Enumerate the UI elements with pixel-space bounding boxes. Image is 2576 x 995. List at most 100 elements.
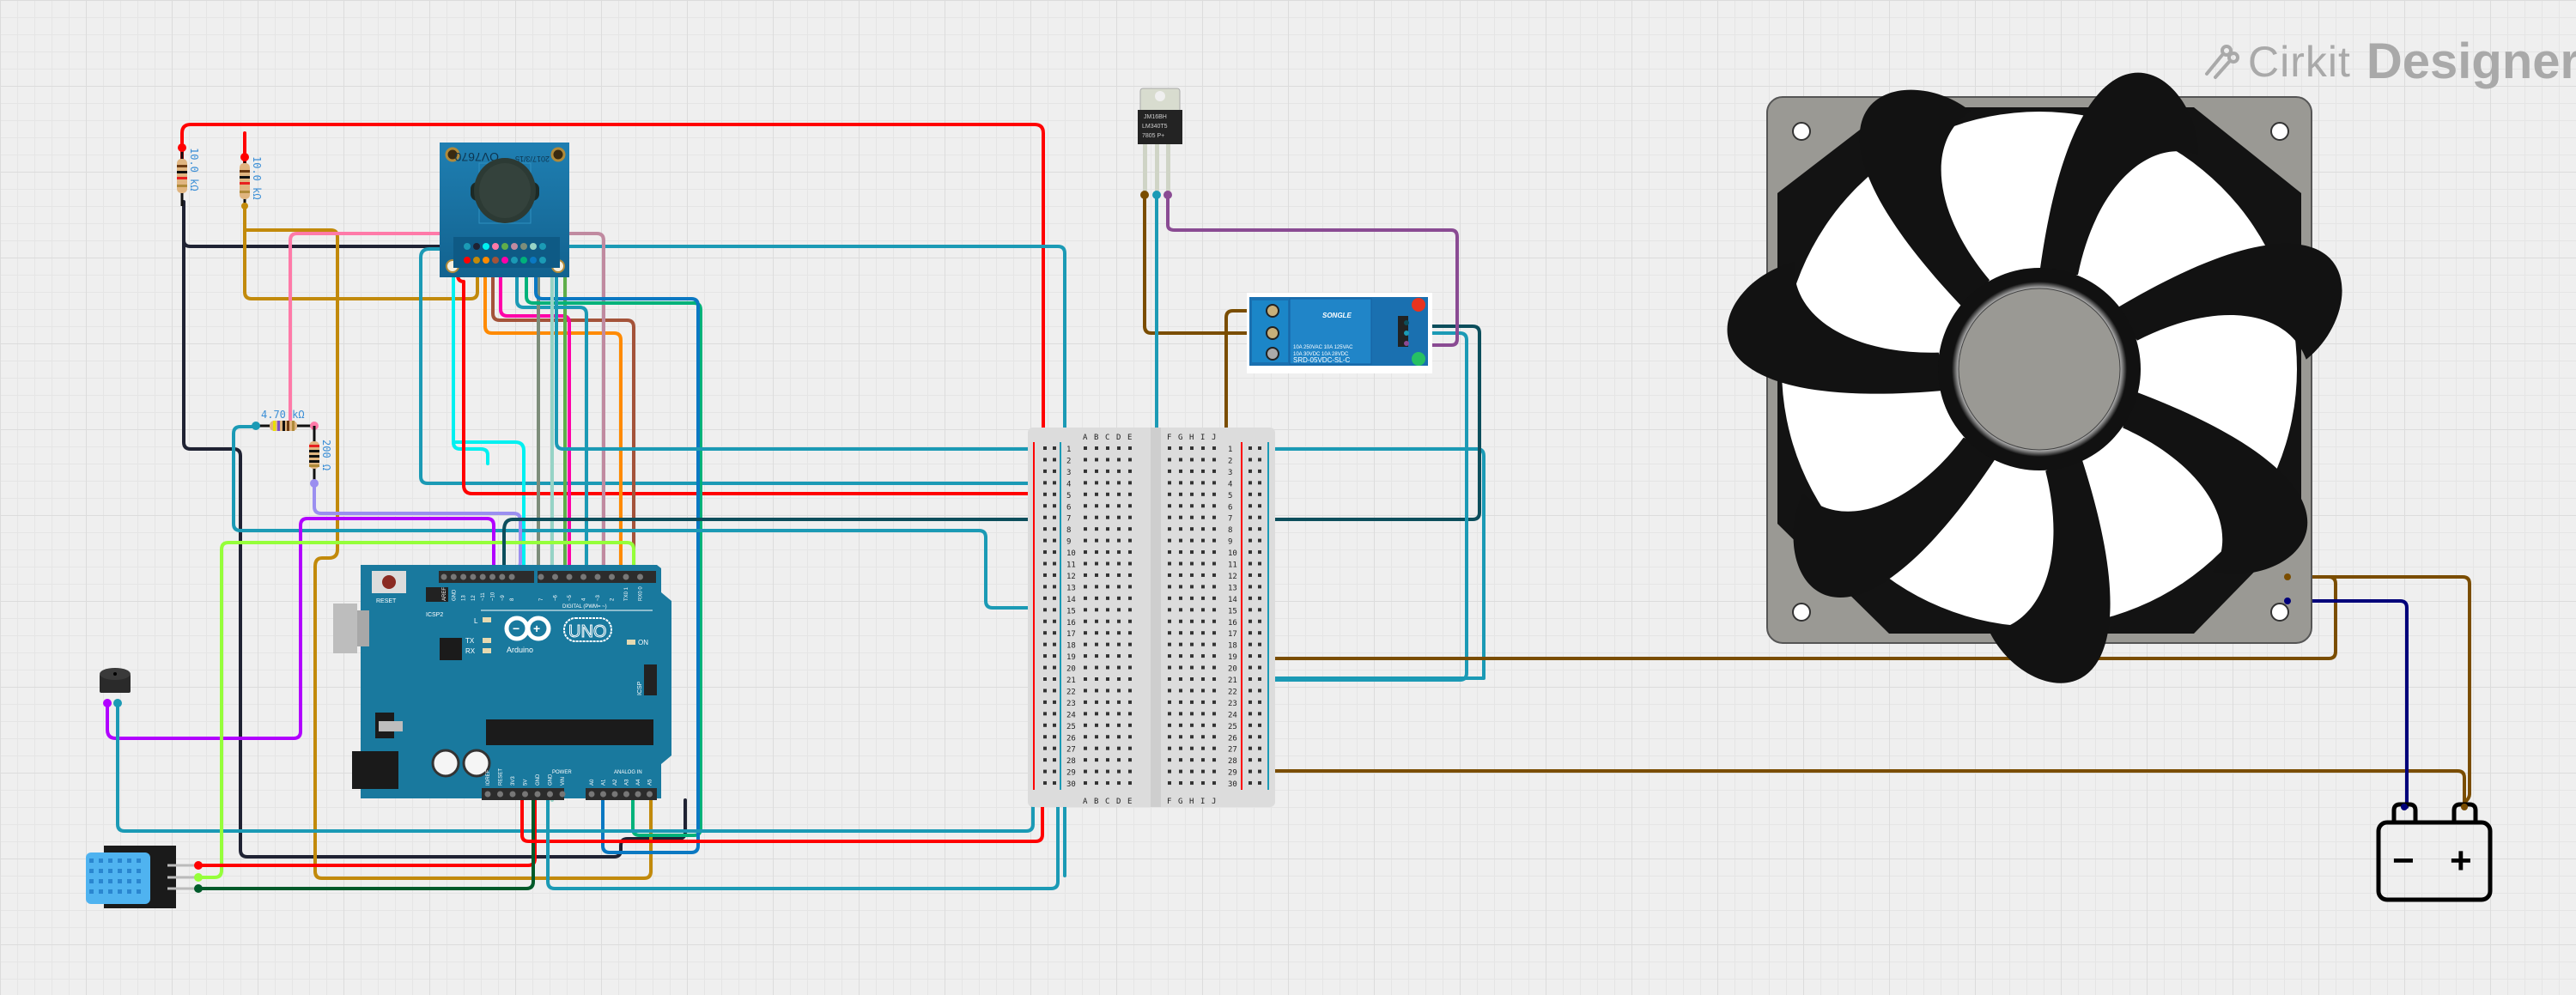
resistor-10k-2[interactable]: 10.0 kΩ (240, 153, 263, 209)
arduino-analog-pin[interactable] (623, 791, 629, 798)
breadboard-row-label: 28 (1066, 757, 1076, 766)
arduino-power-pin[interactable] (484, 791, 491, 798)
breadboard-row-label: 25 (1228, 723, 1237, 731)
wire-teal3-cam[interactable] (555, 258, 1485, 680)
breadboard-row-label: 29 (1228, 769, 1237, 778)
icsp-label: ICSP (637, 681, 643, 695)
arduino-analog-pin[interactable] (635, 791, 641, 798)
dht-vent (99, 889, 103, 894)
buzzer[interactable] (100, 668, 131, 707)
arduino-digital-pin[interactable] (460, 573, 467, 580)
breadboard-col-label: I (1200, 798, 1205, 806)
dht11-sensor[interactable] (86, 846, 203, 908)
breadboard-col-label: D (1116, 434, 1121, 442)
wire-teal-relay[interactable] (1056, 331, 1468, 682)
arduino-power-pin-label: GND (536, 774, 541, 786)
breadboard-holes (1043, 446, 1261, 786)
arduino-digital-pin[interactable] (594, 573, 601, 580)
arduino-power-pin[interactable] (559, 791, 566, 798)
wire-plum-regulator[interactable] (1166, 191, 1459, 347)
arduino-digital-pin[interactable] (623, 573, 629, 580)
wire-gold-long[interactable] (243, 228, 653, 880)
wire-teal-cam-left[interactable] (419, 247, 1036, 485)
arduino-digital-pin[interactable] (479, 573, 486, 580)
ov7670-camera-module[interactable]: OV7670 2017/3/15 (440, 143, 569, 277)
arduino-uno[interactable]: RESET ICSP2 L TX RX − + Arduino UNO ON I… (333, 565, 671, 800)
relay-brand-label: SONGLE (1322, 312, 1352, 319)
arduino-digital-pin[interactable] (470, 573, 477, 580)
wire-blue-cam[interactable] (534, 258, 700, 854)
arduino-analog-pin[interactable] (611, 791, 618, 798)
arduino-power-pin[interactable] (509, 791, 516, 798)
resistor-10k-1[interactable]: 10.0 kΩ (177, 143, 200, 206)
arduino-digital-pin[interactable] (552, 573, 558, 580)
regulator-text-1: JM16BH (1144, 114, 1167, 120)
battery-plus-label: + (2450, 840, 2472, 882)
dht-vent (89, 879, 94, 883)
breadboard-row-label: 26 (1228, 734, 1237, 743)
arduino-analog-pin[interactable] (600, 791, 606, 798)
wire-darkgreen-dht[interactable] (197, 798, 535, 890)
arduino-digital-pin[interactable] (580, 573, 586, 580)
wire-gold-res2[interactable] (243, 204, 479, 300)
arduino-digital-pin[interactable] (566, 573, 573, 580)
fan-blade (2039, 72, 2198, 275)
arduino-digital-pin[interactable] (489, 573, 495, 580)
arduino-analog-pin[interactable] (647, 791, 653, 798)
wire-red-cam[interactable] (456, 258, 1045, 495)
relay-module[interactable]: SONGLE 10A 250VAC 10A 125VAC 10A 30VDC 1… (1247, 293, 1432, 373)
breadboard-row-label: 30 (1066, 780, 1076, 789)
wire-red-3v3[interactable] (520, 745, 1044, 843)
wire-lime-dht[interactable] (197, 541, 635, 879)
wire-purple-buzzer[interactable] (106, 517, 495, 740)
wire-black-long[interactable] (182, 239, 687, 858)
wire-black-res1[interactable] (182, 200, 465, 248)
dc-fan[interactable] (1715, 60, 2370, 705)
breadboard-col-label: F (1167, 434, 1171, 442)
wire-red-vcc-top[interactable] (180, 123, 1045, 461)
breadboard-col-label: C (1105, 434, 1109, 442)
resistor-200[interactable]: 200 Ω (309, 426, 332, 488)
wire-magenta-cam[interactable] (499, 258, 571, 581)
wire-teal-gnd[interactable] (546, 715, 1060, 890)
breadboard-row-label: 24 (1066, 711, 1076, 719)
arduino-digital-pin[interactable] (450, 573, 457, 580)
wire-darkteal-relay[interactable] (502, 325, 1481, 577)
arduino-digital-pin-label: 8 (510, 598, 515, 601)
breadboard-row-label: 3 (1066, 469, 1071, 477)
arduino-analog-pin[interactable] (588, 791, 595, 798)
wire-navy-fan[interactable] (2286, 599, 2409, 809)
wire-emerald-cam[interactable] (525, 258, 702, 837)
breadboard-row-label: 22 (1228, 688, 1237, 696)
relay-rating-1: 10A 250VAC 10A 125VAC (1293, 345, 1353, 350)
wire-bronze-regulator[interactable] (1143, 191, 1271, 335)
dht-vent (118, 879, 122, 883)
arduino-digital-pin-label: 4 (582, 598, 587, 601)
breadboard-row-label: 11 (1066, 561, 1076, 570)
wire-teal-res3[interactable] (232, 425, 1054, 610)
wire-teal-cam-bb[interactable] (451, 245, 1066, 877)
dht-vent (108, 889, 112, 894)
breadboard-row-label: 8 (1228, 526, 1232, 535)
breadboard-row-label: 20 (1228, 665, 1237, 674)
arduino-analog-pin-label: A4 (636, 779, 641, 786)
arduino-digital-pin[interactable] (440, 573, 447, 580)
arduino-digital-pin[interactable] (508, 573, 515, 580)
wire-mauve-cam[interactable] (518, 232, 605, 581)
dht-vent (137, 889, 141, 894)
arduino-digital-pin[interactable] (637, 573, 643, 580)
arduino-digital-pin[interactable] (538, 573, 544, 580)
arduino-digital-pin[interactable] (499, 573, 506, 580)
arduino-digital-pin[interactable] (609, 573, 615, 580)
breadboard-row-label: 14 (1066, 596, 1076, 604)
voltage-regulator-7805[interactable]: JM16BH LM340T5 7805 P+ (1138, 88, 1182, 199)
arduino-power-pin[interactable] (497, 791, 503, 798)
breadboard-col-label: B (1094, 798, 1098, 806)
arduino-power-pin[interactable] (522, 791, 528, 798)
arduino-power-pin[interactable] (534, 791, 541, 798)
wire-bronze-fan-battery[interactable] (2286, 575, 2471, 809)
arduino-power-pin[interactable] (547, 791, 553, 798)
resistor-4k7[interactable]: 4.70 kΩ (252, 409, 319, 431)
arduino-digital-pin-label: ~3 (596, 594, 601, 601)
